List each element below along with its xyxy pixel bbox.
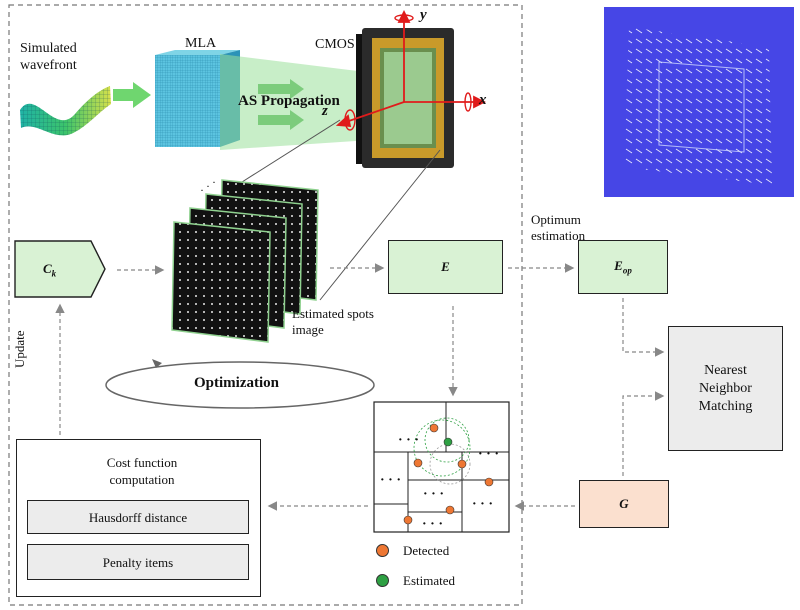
svg-text:· · ·: · · · — [472, 497, 493, 512]
propagation-arrow — [113, 82, 151, 108]
eop-box: Eop — [578, 240, 668, 294]
ck-box — [14, 240, 106, 298]
e-label: E — [441, 259, 450, 274]
coordinate-axes — [335, 9, 487, 131]
estimated-marker — [376, 574, 389, 587]
estimated-spots-label: Estimated spots image — [292, 306, 374, 337]
nearest-neighbor-matching-box: Nearest Neighbor Matching — [668, 326, 783, 451]
detected-marker — [376, 544, 389, 557]
spots-image-stack: · · · — [171, 175, 319, 343]
svg-text:· · ·: · · · — [380, 473, 401, 488]
cmos-sensor — [356, 28, 454, 168]
svg-text:·: · — [212, 175, 216, 189]
legend-estimated: Estimated — [376, 573, 455, 588]
detected-label: Detected — [403, 543, 450, 558]
g-box: G — [579, 480, 669, 528]
as-propagation-label: AS Propagation — [238, 93, 340, 109]
matching-label: Nearest Neighbor Matching — [698, 362, 753, 414]
spot-displacement-inset — [604, 7, 794, 197]
e-box: E — [388, 240, 503, 294]
axis-z-label: z — [322, 103, 328, 119]
optimum-estimation-label: Optimum estimation — [531, 212, 586, 243]
cost-function-box: Cost function computation Hausdorff dist… — [16, 439, 261, 597]
svg-text:· · ·: · · · — [422, 517, 443, 532]
svg-text:·: · — [200, 183, 204, 197]
matching-diagram: · · · · · · · · · · · · · · · · · · — [373, 401, 510, 533]
optimization-label: Optimization — [194, 375, 279, 391]
mla-label: MLA — [185, 36, 217, 51]
mla-panel — [155, 50, 240, 147]
cost-item-penalty: Penalty items — [27, 544, 249, 580]
axis-y-label: y — [420, 7, 427, 23]
ck-label: Ck — [43, 261, 57, 279]
wavefront-surface — [20, 86, 111, 136]
svg-text:· · ·: · · · — [423, 487, 444, 502]
g-label: G — [619, 496, 629, 511]
svg-text:·: · — [206, 179, 210, 193]
simulated-wavefront-label: Simulated wavefront — [20, 41, 77, 73]
cmos-label: CMOS — [315, 37, 355, 52]
cost-item-hausdorff: Hausdorff distance — [27, 500, 249, 534]
cost-function-title: Cost function computation — [106, 455, 178, 487]
estimated-label: Estimated — [403, 573, 455, 588]
legend-detected: Detected — [376, 543, 449, 558]
svg-text:· · ·: · · · — [478, 447, 499, 462]
axis-x-label: x — [479, 92, 487, 108]
optimization-loop — [105, 359, 375, 409]
svg-text:· · ·: · · · — [398, 433, 419, 448]
eop-label: Eop — [614, 258, 632, 276]
